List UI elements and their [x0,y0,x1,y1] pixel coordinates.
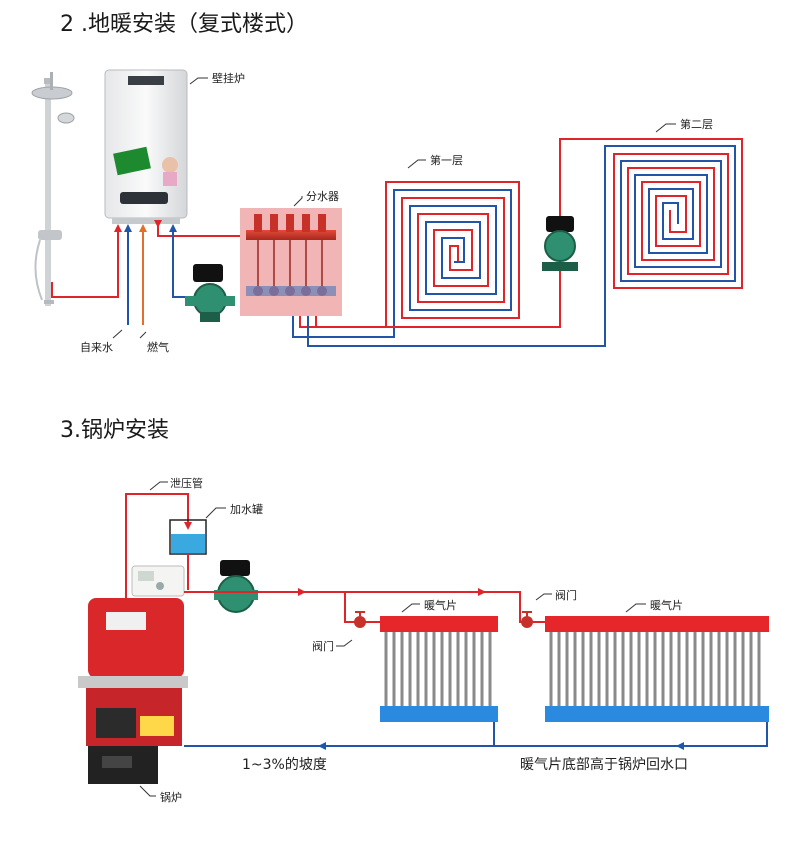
section-title-floor-heating: 2 .地暖安装（复式楼式） [60,12,308,37]
circulation-pump-2 [542,216,578,271]
floor1-heating-coil [292,181,520,338]
manifold-illustration [240,208,342,316]
label-radiator-height-note: 暖气片底部高于锅炉回水口 [520,757,688,773]
coal-boiler-illustration [78,598,188,784]
label-valve-left: 阀门 [312,640,334,653]
label-boiler: 锅炉 [160,791,182,804]
section-title-boiler-install: 3.锅炉安装 [60,418,169,443]
circulation-pump-1 [185,264,235,322]
radiator-left [380,616,498,722]
section2-leader-lines [139,481,646,797]
label-fill-tank: 加水罐 [230,503,263,516]
label-slope: 1~3%的坡度 [242,757,327,773]
label-floor-2: 第二层 [680,118,713,131]
label-floor-1: 第一层 [430,154,463,167]
label-tap-water: 自来水 [80,341,113,354]
radiator-right [545,616,769,722]
return-line-2 [184,722,768,750]
label-relief-pipe: 泄压管 [170,477,203,490]
label-manifold: 分水器 [306,190,339,203]
label-gas: 燃气 [147,341,169,354]
label-valve-right: 阀门 [555,589,577,602]
fill-tank [169,519,207,590]
relief-pipe [125,493,192,598]
valve-left [354,611,366,628]
boiler-pipes [51,220,240,325]
wall-boiler-illustration [104,69,188,224]
label-wall-boiler: 壁挂炉 [212,72,245,85]
label-radiator-left: 暖气片 [424,599,457,612]
thermostat-controller [131,565,185,597]
floor2-heating-coil [307,138,743,347]
label-radiator-right: 暖气片 [650,599,683,612]
circulation-pump-3 [214,560,258,613]
section1-leader-lines [112,77,676,339]
valve-right [521,611,533,628]
shower-illustration [31,72,75,306]
